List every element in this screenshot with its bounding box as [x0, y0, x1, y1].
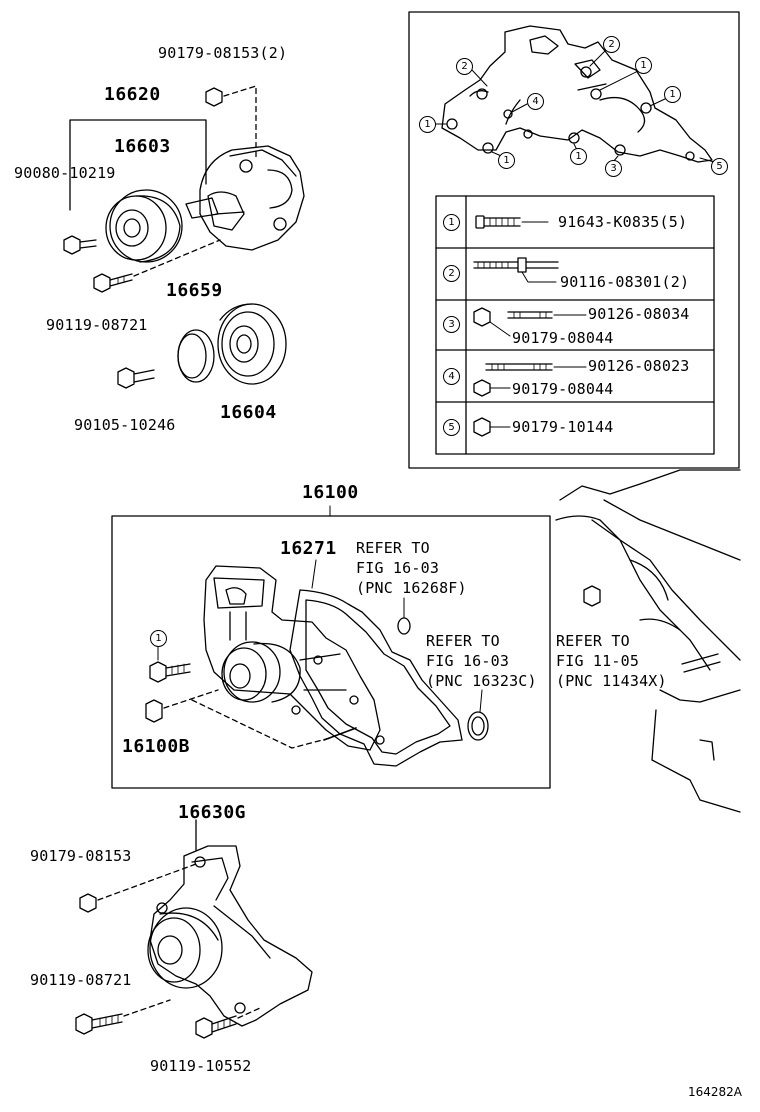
part-label-16603: 16603: [114, 136, 171, 157]
table-row1-part: 91643-K0835(5): [558, 213, 688, 231]
table-row3-part-b: 90179-08044: [512, 329, 614, 347]
callout-4: 4: [527, 93, 544, 110]
callout-1-pump-bolt: 1: [150, 630, 167, 647]
table-row3-key: 3: [443, 316, 460, 333]
part-label-90080-10219: 90080-10219: [14, 164, 116, 182]
part-label-16100: 16100: [302, 482, 359, 503]
part-label-16604: 16604: [220, 402, 277, 423]
callout-leaders: [431, 49, 715, 163]
bolt-location-frame: [408, 11, 740, 469]
table-row2-key: 2: [443, 265, 460, 282]
fan-bracket-assembly: [75, 819, 313, 1039]
part-label-90119-10552: 90119-10552: [150, 1057, 252, 1075]
refer-note-16268f: REFER TO FIG 16-03 (PNC 16268F): [356, 539, 467, 597]
bolt-table-grid: [435, 195, 715, 455]
illustration-code: 164282A: [688, 1085, 743, 1099]
table-row1-key: 1: [443, 214, 460, 231]
table-bolt-glyphs: [473, 215, 587, 437]
engine-block-fragment: [555, 469, 741, 813]
part-label-90179-08153-2: 90179-08153(2): [158, 44, 288, 62]
water-pump-frame: [111, 515, 551, 789]
part-label-90119-08721-bottom: 90119-08721: [30, 971, 132, 989]
callout-1-left: 1: [419, 116, 436, 133]
callout-1-right: 1: [664, 86, 681, 103]
callout-2-left: 2: [456, 58, 473, 75]
table-row5-part: 90179-10144: [512, 418, 614, 436]
callout-3: 3: [605, 160, 622, 177]
part-label-90105-10246: 90105-10246: [74, 416, 176, 434]
refer-note-16323c: REFER TO FIG 16-03 (PNC 16323C): [426, 632, 537, 690]
table-row4-part-b: 90179-08044: [512, 380, 614, 398]
refer-note-11434x: REFER TO FIG 11-05 (PNC 11434X): [556, 632, 667, 690]
timing-cover-outline: [441, 25, 713, 163]
water-pump-assembly: [145, 559, 489, 767]
part-label-16100b: 16100B: [122, 736, 191, 757]
part-label-16659: 16659: [166, 280, 223, 301]
part-label-16630g: 16630G: [178, 802, 247, 823]
part-label-16271: 16271: [280, 538, 337, 559]
idler-pulley-bracket: [63, 85, 305, 389]
callout-1-bottom-left: 1: [498, 152, 515, 169]
part-label-90179-08153: 90179-08153: [30, 847, 132, 865]
table-row3-part-a: 90126-08034: [588, 305, 690, 323]
table-row4-key: 4: [443, 368, 460, 385]
callout-1-upper-right: 1: [635, 57, 652, 74]
callout-2-right: 2: [603, 36, 620, 53]
part-label-16620: 16620: [104, 84, 161, 105]
callout-1-bottom-center: 1: [570, 148, 587, 165]
table-row4-part-a: 90126-08023: [588, 357, 690, 375]
table-row5-key: 5: [443, 419, 460, 436]
part-label-90119-08721-top: 90119-08721: [46, 316, 148, 334]
callout-5: 5: [711, 158, 728, 175]
table-row2-part: 90116-08301(2): [560, 273, 690, 291]
